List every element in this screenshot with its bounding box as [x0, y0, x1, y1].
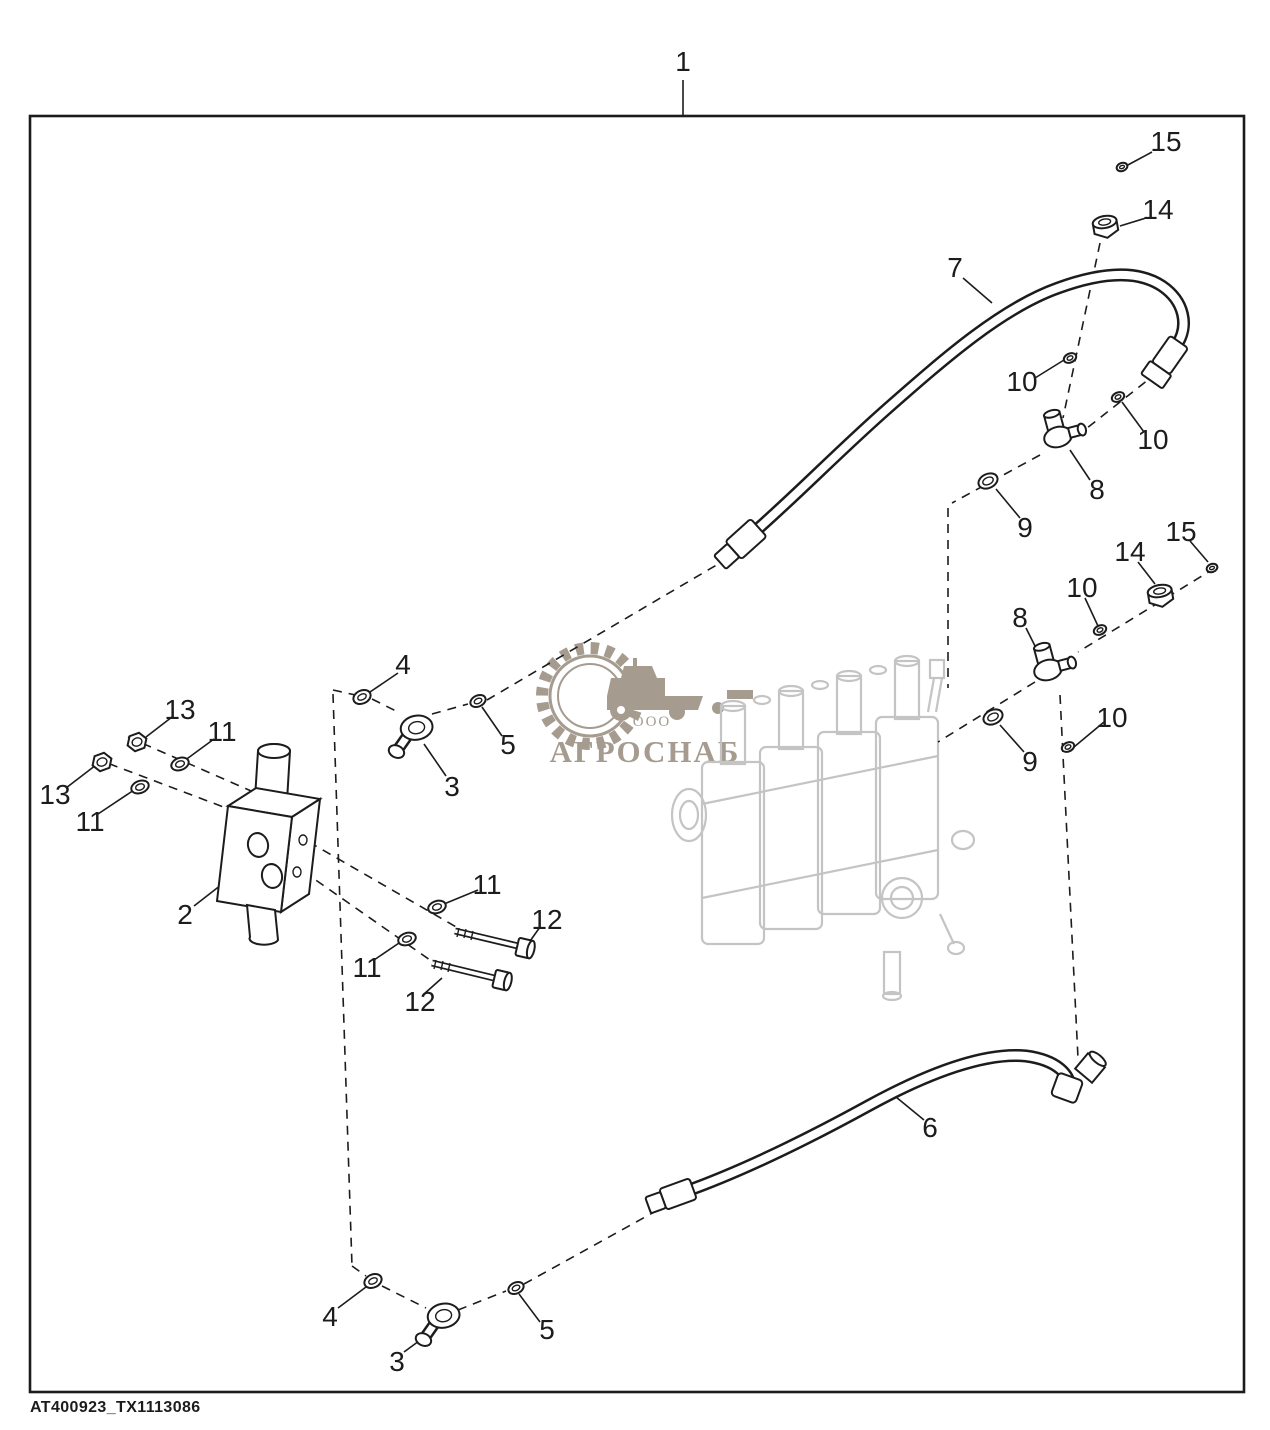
callout-7: 7 — [947, 252, 963, 283]
figure-code: AT400923_TX1113086 — [30, 1399, 201, 1416]
o-ring-9 — [977, 472, 999, 490]
callout-3: 3 — [444, 771, 460, 802]
callout-10: 10 — [1006, 366, 1038, 397]
callout-4: 4 — [322, 1301, 338, 1332]
callout-10: 10 — [1137, 424, 1169, 455]
elbow-fitting-3 — [387, 714, 434, 759]
bolt-12 — [454, 927, 536, 960]
hose-7 — [713, 268, 1190, 570]
callout-14: 14 — [1114, 536, 1146, 567]
callout-11: 11 — [75, 806, 105, 837]
assembly-axis-lines — [93, 242, 1216, 1311]
callout-5: 5 — [539, 1314, 555, 1345]
callout-10: 10 — [1066, 572, 1098, 603]
callout-12: 12 — [531, 904, 563, 935]
o-ring-4 — [352, 688, 372, 706]
callout-5: 5 — [500, 729, 516, 760]
callout-11: 11 — [472, 869, 502, 900]
bolt-12 — [431, 959, 513, 992]
ring-10 — [1062, 352, 1078, 364]
callout-12: 12 — [404, 986, 436, 1017]
callout-9: 9 — [1017, 512, 1033, 543]
hose-6-crimp-fitting — [644, 1178, 697, 1214]
callout-15: 15 — [1165, 516, 1197, 547]
callout-15: 15 — [1150, 126, 1182, 157]
callout-11: 11 — [352, 952, 382, 983]
callout-2: 2 — [177, 899, 193, 930]
hose-7-crimp-fitting — [713, 518, 767, 570]
nut-13 — [91, 751, 113, 773]
callout-4: 4 — [395, 649, 411, 680]
callout-1: 1 — [675, 46, 691, 77]
washer-5 — [469, 693, 487, 709]
washer-5 — [507, 1280, 525, 1296]
hose-7-end-fitting — [1140, 335, 1189, 389]
ring-10 — [1060, 741, 1076, 753]
callout-8: 8 — [1012, 602, 1028, 633]
washer-11 — [397, 931, 417, 947]
ring-10 — [1092, 624, 1108, 636]
hose-6-elbow-fitting — [1050, 1050, 1107, 1104]
washer-15 — [1205, 562, 1219, 574]
watermark-company-type: ООО — [633, 714, 672, 730]
valve-block-2 — [215, 743, 323, 946]
callout-9: 9 — [1022, 746, 1038, 777]
callout-13: 13 — [39, 779, 71, 810]
callout-8: 8 — [1089, 474, 1105, 505]
leader-lines — [65, 80, 1209, 1353]
washer-11 — [427, 899, 447, 915]
ghost-valve-assembly — [670, 654, 976, 1002]
washer-15 — [1115, 161, 1129, 173]
callout-10: 10 — [1096, 702, 1128, 733]
hose-6 — [644, 1049, 1107, 1214]
o-ring-4 — [363, 1272, 383, 1290]
o-ring-9 — [982, 708, 1004, 726]
callout-13: 13 — [164, 694, 196, 725]
washer-11 — [130, 779, 150, 795]
nut-13 — [126, 731, 148, 753]
fitting-14 — [1091, 214, 1120, 239]
callout-11: 11 — [207, 716, 237, 747]
elbow-fitting-3 — [414, 1302, 461, 1347]
ring-10 — [1110, 391, 1126, 403]
diagram-border — [28, 114, 1246, 1394]
fitting-14 — [1146, 583, 1175, 608]
watermark: ООО АГРОСНАБ — [536, 642, 753, 769]
callout-3: 3 — [389, 1346, 405, 1377]
callout-6: 6 — [922, 1112, 938, 1143]
washer-11 — [170, 756, 190, 772]
elbow-fitting-8 — [1032, 641, 1078, 682]
elbow-fitting-8 — [1042, 408, 1088, 449]
callout-14: 14 — [1142, 194, 1174, 225]
